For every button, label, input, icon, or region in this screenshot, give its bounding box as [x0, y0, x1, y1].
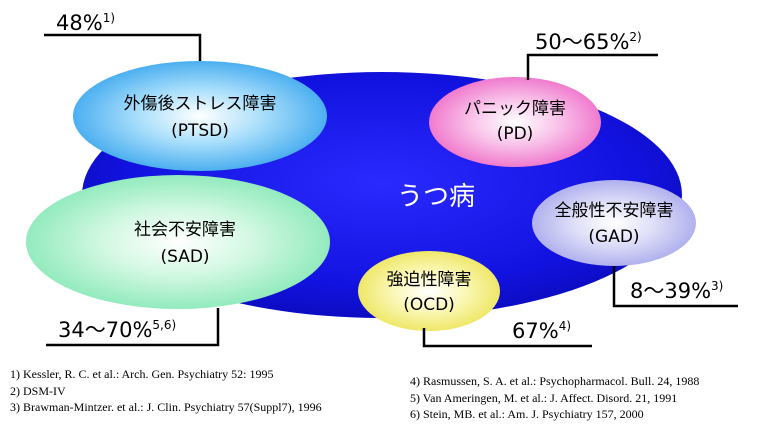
- ocd-rate-ref: 4): [559, 319, 571, 333]
- ptsd-ellipse: [73, 61, 327, 171]
- reference-2: 2) DSM-IV: [10, 383, 66, 398]
- ptsd-callout-line: [44, 33, 202, 61]
- sad-abbr: (SAD): [160, 247, 209, 267]
- ptsd-name: 外傷後ストレス障害: [124, 94, 277, 114]
- pd-group: パニック障害 (PD): [429, 77, 601, 167]
- gad-ellipse: [532, 180, 696, 266]
- gad-abbr: (GAD): [588, 227, 639, 247]
- ocd-callout-line: [422, 328, 592, 348]
- ocd-rate: 67%4): [512, 319, 571, 343]
- gad-group: 全般性不安障害 (GAD): [532, 180, 696, 266]
- depression-label: うつ病: [397, 182, 475, 212]
- ptsd-abbr: (PTSD): [171, 121, 229, 141]
- ptsd-rate-ref: 1): [103, 11, 115, 25]
- sad-rate-ref: 5,6): [152, 318, 176, 332]
- sad-group: 社会不安障害 (SAD): [26, 175, 330, 309]
- sad-name: 社会不安障害: [134, 220, 236, 240]
- ocd-ellipse: [358, 251, 500, 331]
- reference-6: 6) Stein, MB. et al.: Am. J. Psychiatry …: [410, 407, 644, 421]
- ocd-group: 強迫性障害 (OCD): [358, 251, 500, 331]
- reference-3: 3) Brawman-Mintzer. et al.: J. Clin. Psy…: [10, 400, 322, 414]
- pd-rate-ref: 2): [629, 30, 641, 44]
- gad-name: 全般性不安障害: [555, 201, 674, 221]
- ocd-name: 強迫性障害: [387, 270, 472, 290]
- reference-4: 4) Rasmussen, S. A. et al.: Psychopharma…: [410, 374, 700, 388]
- ptsd-rate: 48%1): [56, 11, 115, 35]
- references-left: 1) Kessler, R. C. et al.: Arch. Gen. Psy…: [10, 366, 322, 416]
- pd-ellipse: [429, 77, 601, 167]
- pd-rate: 50～65%2): [535, 30, 642, 54]
- references-right: 4) Rasmussen, S. A. et al.: Psychopharma…: [410, 373, 699, 423]
- reference-1: 1) Kessler, R. C. et al.: Arch. Gen. Psy…: [10, 367, 274, 381]
- sad-ellipse: [26, 175, 330, 309]
- gad-rate-ref: 3): [711, 279, 723, 293]
- ocd-abbr: (OCD): [403, 295, 455, 315]
- pd-callout-line: [526, 53, 658, 80]
- ptsd-group: 外傷後ストレス障害 (PTSD): [73, 61, 327, 171]
- gad-callout-line: [612, 266, 738, 308]
- reference-5: 5) Van Ameringen, M. et al.: J. Affect. …: [410, 390, 678, 405]
- gad-rate: 8～39%3): [630, 279, 723, 303]
- sad-callout-line: [46, 308, 220, 347]
- pd-abbr: (PD): [497, 124, 534, 144]
- sad-rate: 34～70%5,6): [58, 318, 176, 342]
- pd-name: パニック障害: [464, 99, 566, 119]
